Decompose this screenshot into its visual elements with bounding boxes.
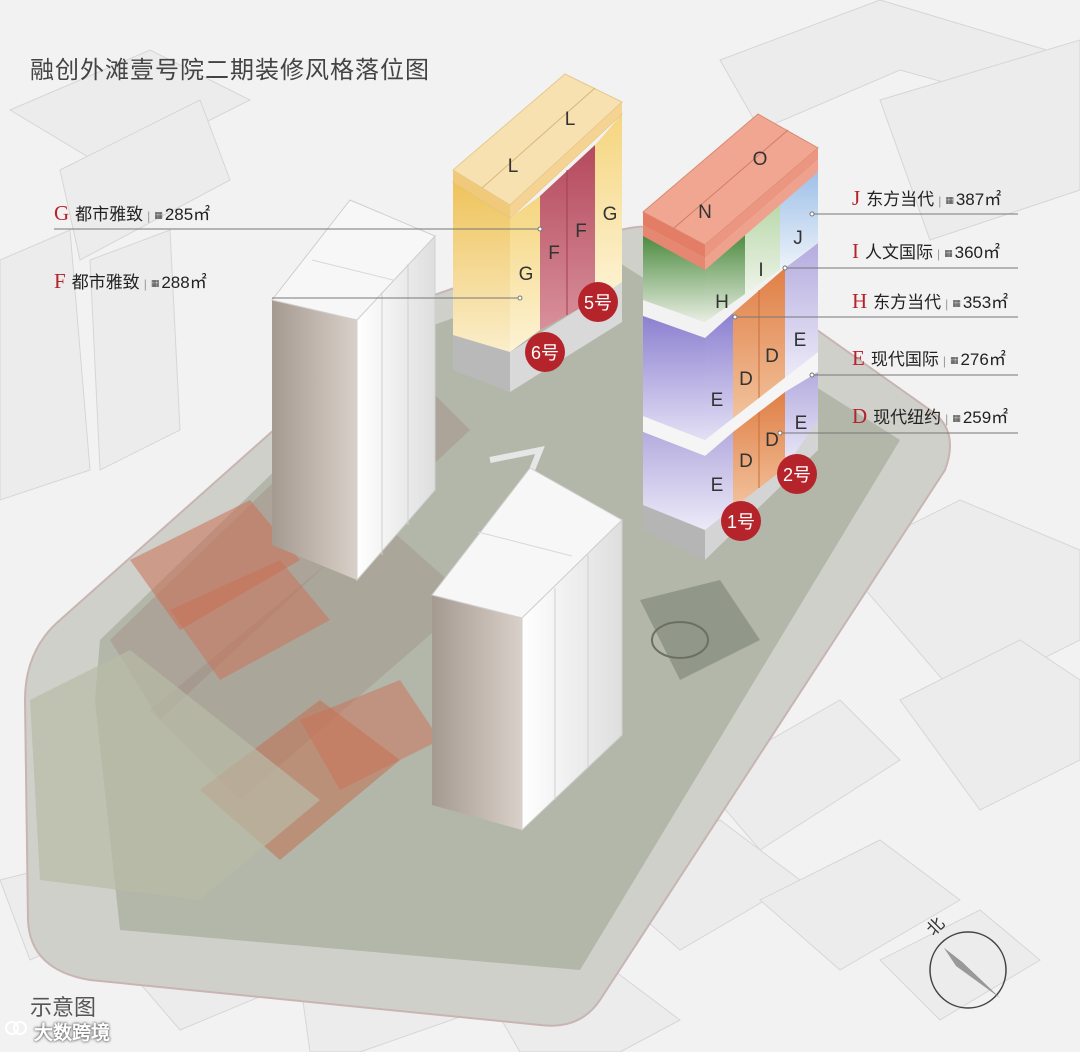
page-title: 融创外滩壹号院二期装修风格落位图 xyxy=(30,57,430,84)
badge-6-label: 6号 xyxy=(531,343,559,363)
legend-area: 353㎡ xyxy=(962,293,1009,312)
unit-letter-D-4: D xyxy=(765,430,779,451)
badge-6 xyxy=(525,332,565,372)
legend-code: G xyxy=(54,201,70,225)
legend-style: 都市雅致 xyxy=(71,273,140,292)
floor-plan-icon: ▦ xyxy=(949,355,959,365)
leader-lines xyxy=(54,211,1018,436)
unit-letter-E-3: E xyxy=(711,475,724,496)
unit-letter-F-2: F xyxy=(575,221,587,242)
legend-area: 387㎡ xyxy=(955,190,1002,209)
unit-letter-J: J xyxy=(793,228,803,249)
badge-2 xyxy=(777,454,817,494)
unit-letter-D-1: D xyxy=(739,369,753,390)
legend-area: 285㎡ xyxy=(164,205,211,224)
legend-area: 259㎡ xyxy=(962,408,1009,427)
legend-style: 东方当代 xyxy=(873,293,942,312)
floor-plan-icon: ▦ xyxy=(945,195,954,205)
schematic-label: 示意图 xyxy=(30,995,97,1020)
unit-letter-I: I xyxy=(758,260,763,281)
unit-letter-G-2: G xyxy=(603,204,618,225)
badge-1 xyxy=(721,501,761,541)
legend-style: 现代国际 xyxy=(870,350,939,369)
floor-plan-icon: ▦ xyxy=(952,413,961,423)
legend-area: 360㎡ xyxy=(954,243,1001,262)
floor-plan-icon: ▦ xyxy=(952,298,961,308)
unit-letters: L L G G F F N O J I H E D D E E D D E xyxy=(508,109,808,496)
unit-letter-F-1: F xyxy=(548,243,560,264)
unit-letter-G-1: G xyxy=(519,264,534,285)
unit-letter-O: O xyxy=(753,149,768,170)
legend-code: E xyxy=(852,346,865,370)
legend-code: I xyxy=(852,239,859,263)
unit-letter-E-4: E xyxy=(795,413,808,434)
legend-style: 人文国际 xyxy=(865,243,933,262)
unit-letter-L-2: L xyxy=(565,109,576,130)
legend-style: 东方当代 xyxy=(866,190,935,209)
unit-letter-D-2: D xyxy=(765,346,779,367)
legend-area: 276㎡ xyxy=(960,350,1006,369)
watermark: 大数跨境 xyxy=(34,1023,111,1044)
floor-plan-icon: ▦ xyxy=(154,210,163,220)
badge-2-label: 2号 xyxy=(783,465,811,485)
legend-code: H xyxy=(852,289,868,313)
unit-letter-E-2: E xyxy=(794,330,807,351)
legend-style: 现代纽约 xyxy=(873,408,942,427)
white-tower-center xyxy=(431,467,623,832)
tower-5-6 xyxy=(452,73,623,392)
badge-5 xyxy=(578,282,618,322)
unit-letter-N: N xyxy=(698,202,712,223)
unit-letter-L-1: L xyxy=(508,156,519,177)
legend-style: 都市雅致 xyxy=(75,205,144,224)
unit-letter-H: H xyxy=(715,292,729,313)
tower-1-2 xyxy=(642,113,819,560)
white-tower-left xyxy=(271,199,436,582)
legend-code: D xyxy=(852,404,868,428)
floor-plan-icon: ▦ xyxy=(150,278,160,288)
building-badges: 5号 6号 1号 2号 xyxy=(525,282,817,541)
badge-5-label: 5号 xyxy=(584,293,612,313)
legend-code: F xyxy=(54,269,66,293)
unit-letter-E-1: E xyxy=(711,390,724,411)
watermark-logo-icon xyxy=(5,1021,27,1035)
badge-1-label: 1号 xyxy=(727,512,755,532)
legend-area: 288㎡ xyxy=(161,273,207,292)
legend-code: J xyxy=(852,186,861,210)
unit-letter-D-3: D xyxy=(739,451,753,472)
floor-plan-icon: ▦ xyxy=(944,248,953,258)
